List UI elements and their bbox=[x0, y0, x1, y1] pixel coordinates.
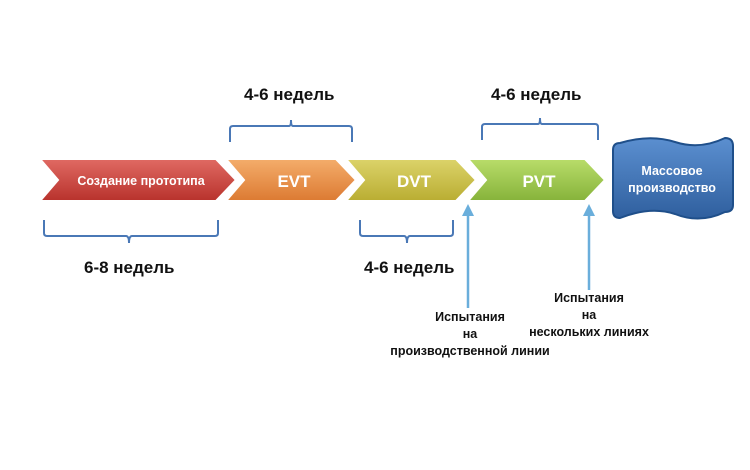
several-lines-test-note-line2: на bbox=[581, 308, 597, 322]
pvt-bracket bbox=[481, 117, 599, 140]
mass-production-label-line2: производство bbox=[628, 181, 716, 195]
dvt-bracket bbox=[359, 220, 454, 244]
evt-bracket bbox=[229, 119, 353, 142]
production-line-test-note-line2: на bbox=[462, 327, 478, 341]
production-line-test-note-line1: Испытания bbox=[435, 310, 505, 324]
several-lines-test-note: Испытания на нескольких линиях bbox=[515, 290, 663, 341]
prototype-duration-label: 6-8 недель bbox=[84, 258, 175, 277]
several-lines-test-arrow bbox=[583, 204, 595, 290]
dvt-duration-label: 4-6 недель bbox=[364, 258, 455, 277]
stage-pvt: PVT bbox=[465, 158, 607, 202]
stage-prototype: Создание прототипа bbox=[37, 158, 238, 202]
several-lines-test-note-line1: Испытания bbox=[554, 291, 624, 305]
stage-mass-production: Массовое производство bbox=[612, 136, 734, 220]
evt-duration-label: 4-6 недель bbox=[244, 85, 335, 104]
several-lines-test-note-line3: нескольких линиях bbox=[529, 325, 649, 339]
stage-evt-label: EVT bbox=[277, 172, 311, 191]
production-line-test-note-line3: производственной линии bbox=[390, 344, 550, 358]
mass-production-label-line1: Массовое bbox=[641, 164, 702, 178]
prototype-bracket bbox=[43, 220, 219, 244]
stage-prototype-label: Создание прототипа bbox=[77, 174, 205, 188]
stage-pvt-label: PVT bbox=[522, 172, 556, 191]
production-line-test-arrow bbox=[462, 204, 474, 308]
stage-dvt-label: DVT bbox=[397, 172, 432, 191]
stage-evt: EVT bbox=[223, 158, 358, 202]
stage-dvt: DVT bbox=[343, 158, 478, 202]
pvt-duration-label: 4-6 недель bbox=[491, 85, 582, 104]
production-line-test-note: Испытания на производственной линии bbox=[380, 309, 560, 360]
